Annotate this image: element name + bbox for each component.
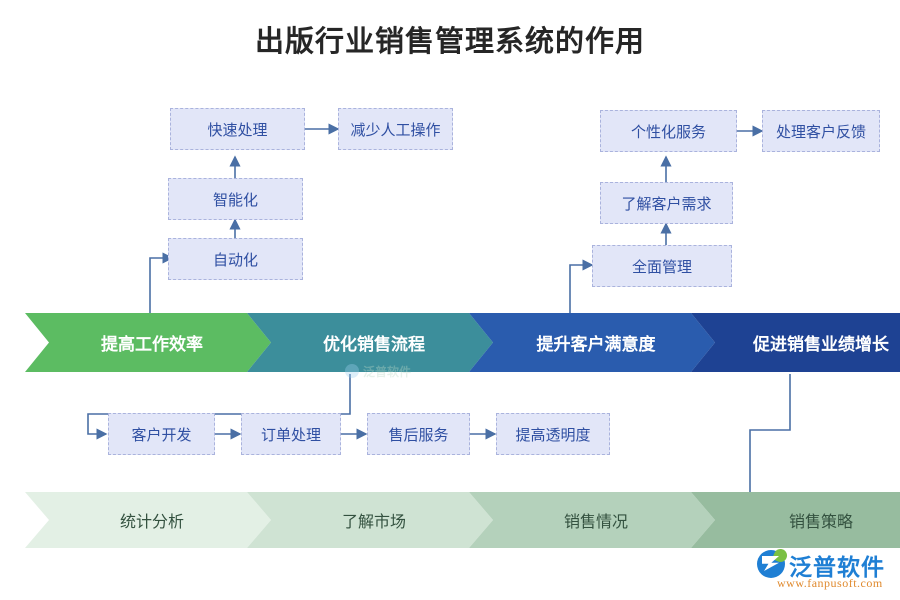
main-step-label: 促进销售业绩增长	[753, 335, 889, 354]
note-box-label: 处理客户反馈	[775, 123, 866, 141]
bottom-process-band: 统计分析 了解市场 销售情况 销售策略	[25, 492, 880, 548]
note-box-label: 提高透明度	[515, 426, 591, 444]
brand-url: www.fanpusoft.com	[777, 576, 883, 590]
note-box-label: 售后服务	[388, 426, 449, 444]
bottom-step-3[interactable]: 销售情况	[469, 492, 715, 548]
leaf-icon	[771, 546, 790, 565]
note-box-label: 快速处理	[207, 121, 268, 139]
note-box-handle-feedback[interactable]: 处理客户反馈	[762, 110, 880, 152]
page-title: 出版行业销售管理系统的作用	[254, 26, 645, 58]
bottom-step-label: 统计分析	[119, 514, 184, 531]
note-box-intelligent[interactable]: 智能化	[168, 178, 303, 220]
note-box-fast-processing[interactable]: 快速处理	[170, 108, 305, 150]
bottom-step-label: 了解市场	[341, 514, 406, 531]
note-box-order-processing[interactable]: 订单处理	[241, 413, 341, 455]
note-box-label: 个性化服务	[630, 123, 706, 141]
note-box-label: 全面管理	[631, 258, 692, 276]
bottom-step-1[interactable]: 统计分析	[25, 492, 271, 548]
note-box-label: 客户开发	[131, 426, 192, 444]
main-step-label: 提升客户满意度	[536, 335, 656, 354]
note-box-label: 自动化	[212, 251, 258, 269]
note-box-label: 减少人工操作	[350, 121, 441, 139]
note-box-reduce-manual[interactable]: 减少人工操作	[338, 108, 453, 150]
main-step-2[interactable]: 优化销售流程	[247, 313, 493, 372]
main-step-label: 优化销售流程	[323, 335, 425, 354]
note-box-improve-transparency[interactable]: 提高透明度	[496, 413, 610, 455]
bottom-step-label: 销售策略	[788, 514, 853, 531]
fanpu-logo-icon	[757, 546, 790, 578]
note-box-label: 智能化	[212, 191, 258, 209]
main-step-4[interactable]: 促进销售业绩增长	[691, 313, 900, 372]
main-step-label: 提高工作效率	[101, 335, 203, 354]
brand-logo: 泛普软件 www.fanpusoft.com	[757, 546, 897, 594]
note-box-understand-needs[interactable]: 了解客户需求	[600, 182, 733, 224]
bottom-step-4[interactable]: 销售策略	[691, 492, 900, 548]
watermark: 泛普软件	[345, 360, 465, 382]
main-step-3[interactable]: 提升客户满意度	[469, 313, 715, 372]
watermark-text: 泛普软件	[363, 364, 412, 379]
main-step-1[interactable]: 提高工作效率	[25, 313, 271, 372]
note-box-after-sales[interactable]: 售后服务	[367, 413, 470, 455]
note-box-personalized-service[interactable]: 个性化服务	[600, 110, 737, 152]
main-process-band: 提高工作效率 优化销售流程 提升客户满意度 促进销售业绩增长	[25, 313, 880, 372]
watermark-dot	[345, 364, 359, 378]
bottom-step-label: 销售情况	[563, 514, 628, 531]
note-box-comprehensive-management[interactable]: 全面管理	[592, 245, 732, 287]
bottom-step-2[interactable]: 了解市场	[247, 492, 493, 548]
note-box-customer-development[interactable]: 客户开发	[108, 413, 215, 455]
note-box-automation[interactable]: 自动化	[168, 238, 303, 280]
brand-name: 泛普软件	[789, 554, 885, 580]
note-box-label: 订单处理	[260, 426, 321, 444]
note-box-label: 了解客户需求	[621, 195, 712, 213]
